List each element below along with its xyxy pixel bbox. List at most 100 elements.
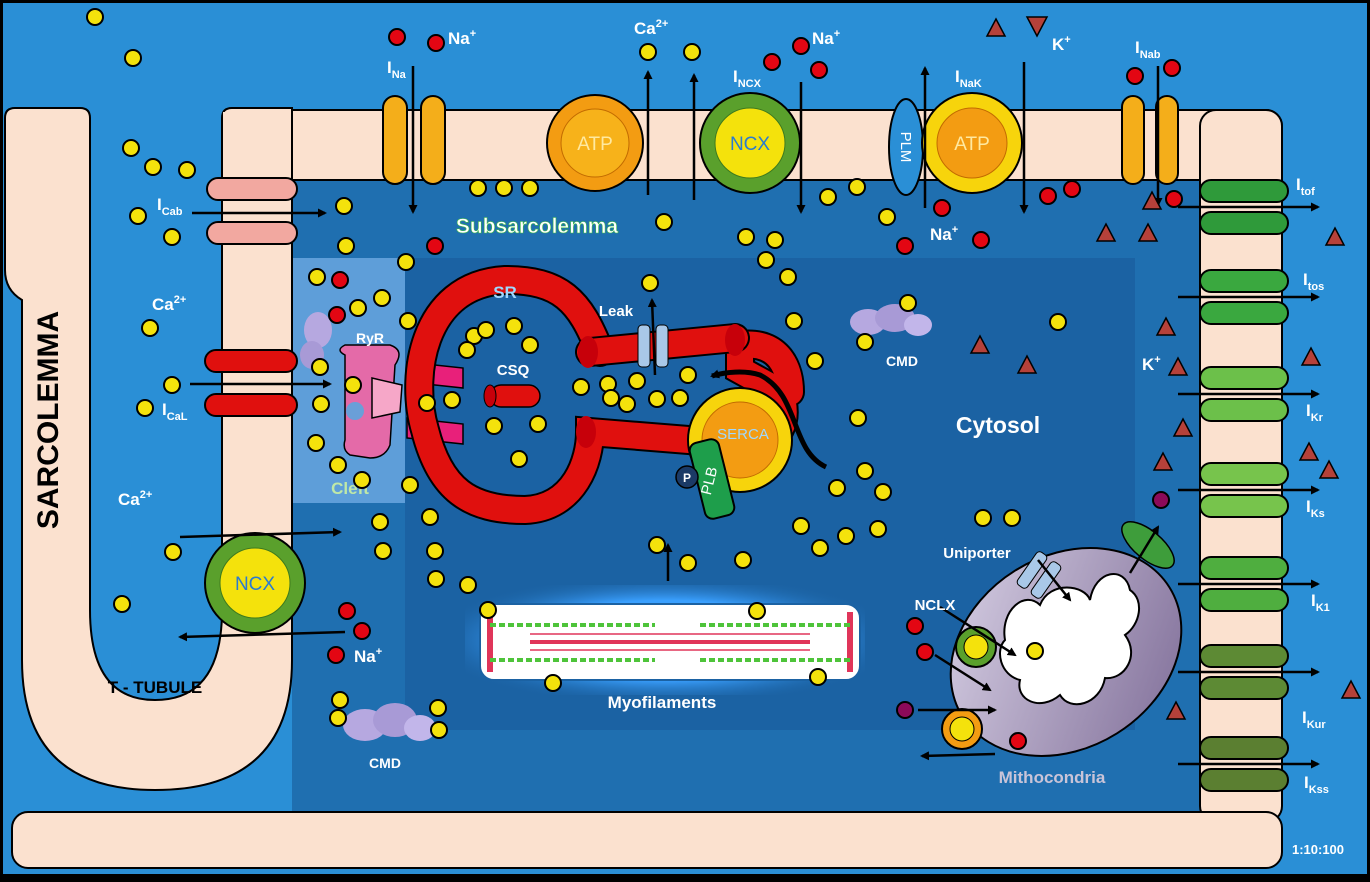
calcium-ion: [819, 188, 837, 206]
k-channel-top: [1199, 736, 1289, 760]
potassium-ion: [1324, 226, 1346, 246]
ncx-label-top: NCX: [730, 134, 770, 155]
atp-label-1: ATP: [577, 134, 613, 155]
calcium-ion: [748, 602, 766, 620]
ion-particles: [86, 8, 1362, 750]
k-channel-bottom: [1199, 676, 1289, 700]
calcium-ion: [878, 208, 896, 226]
calcium-ion: [779, 268, 797, 286]
sodium-ion: [328, 306, 346, 324]
plm-label: PLM: [897, 132, 914, 163]
sodium-ion: [1009, 732, 1027, 750]
calcium-ion: [648, 390, 666, 408]
calcium-ion: [141, 319, 159, 337]
calcium-ion: [401, 476, 419, 494]
ical-channel: [190, 349, 332, 417]
ryr-label: RyR: [356, 330, 384, 346]
k-channel-top: [1199, 462, 1289, 486]
k-channel-bottom: [1199, 398, 1289, 422]
cmd-protein-top: CMD: [850, 304, 932, 369]
k-label-right: K+: [1142, 354, 1161, 374]
ikss-label: IKss: [1304, 773, 1329, 796]
nak-atpase-pump: ATP: [920, 62, 1029, 214]
potassium-ion: [1300, 346, 1322, 366]
calcium-ion: [828, 479, 846, 497]
calcium-ion: [329, 456, 347, 474]
ca-atpase-pump: ATP: [546, 70, 653, 195]
ikur-label: IKur: [1302, 708, 1326, 731]
sodium-ion: [1039, 187, 1057, 205]
calcium-ion: [421, 508, 439, 526]
ical-label: ICaL: [162, 400, 188, 423]
myofilaments-label: Myofilaments: [608, 693, 717, 712]
calcium-ion: [495, 179, 513, 197]
na-label-left: Na+: [354, 646, 382, 666]
calcium-ion: [521, 336, 539, 354]
atp-label-2: ATP: [954, 134, 990, 155]
calcium-ion: [312, 395, 330, 413]
calcium-ion: [311, 358, 329, 376]
calcium-ion: [429, 699, 447, 717]
calcium-ion: [371, 513, 389, 531]
p-label: P: [683, 471, 691, 485]
sodium-ion: [810, 61, 828, 79]
calcium-ion: [443, 391, 461, 409]
k-label-top: K+: [1052, 34, 1071, 54]
calcium-ion: [648, 536, 666, 554]
itof-label: Itof: [1296, 175, 1315, 198]
calcium-ion: [602, 389, 620, 407]
sodium-ion: [353, 622, 371, 640]
csq-label: CSQ: [497, 362, 530, 379]
calcium-ion: [510, 450, 528, 468]
ncx-exchanger-left: NCX: [178, 527, 346, 642]
sodium-ion: [933, 199, 951, 217]
ncx-label-left: NCX: [235, 574, 275, 595]
calcium-ion: [974, 509, 992, 527]
k-channel-bottom: [1199, 211, 1289, 235]
calcium-ion: [426, 542, 444, 560]
membrane-joint: [223, 112, 291, 178]
calcium-ion: [1026, 642, 1044, 660]
calcium-ion: [899, 294, 917, 312]
sodium-ion: [896, 237, 914, 255]
calcium-ion: [399, 312, 417, 330]
calcium-ion: [856, 333, 874, 351]
calcium-ion: [178, 161, 196, 179]
na-label-ncx: Na+: [812, 28, 840, 48]
sodium-ion: [338, 602, 356, 620]
calcium-ion: [856, 462, 874, 480]
ca-label-left-1: Ca2+: [152, 294, 186, 314]
ina-label: INa: [387, 58, 407, 81]
na-label-nak: Na+: [930, 224, 958, 244]
itos-label: Itos: [1303, 270, 1324, 293]
calcium-ion: [307, 434, 325, 452]
calcium-ion: [641, 274, 659, 292]
icab-label: ICab: [157, 195, 183, 218]
cmd-label-top: CMD: [886, 353, 918, 369]
calcium-ion: [427, 570, 445, 588]
potassium-ion: [1318, 459, 1340, 479]
magnesium-ion: [896, 701, 914, 719]
sr-label: SR: [493, 283, 517, 302]
calcium-ion: [349, 299, 367, 317]
sodium-ion: [1163, 59, 1181, 77]
k-channel-bottom: [1199, 588, 1289, 612]
sodium-ion: [792, 37, 810, 55]
serca-pump: SERCA PLB P: [675, 369, 828, 520]
calcium-ion: [163, 376, 181, 394]
calcium-ion: [639, 43, 657, 61]
calcium-ion: [164, 543, 182, 561]
sodium-ion: [327, 646, 345, 664]
potassium-channels: [1178, 179, 1320, 792]
bottom-membrane: [11, 811, 1283, 869]
calcium-ion: [469, 179, 487, 197]
k-channel-top: [1199, 179, 1289, 203]
calcium-ion: [308, 268, 326, 286]
calcium-ion: [344, 376, 362, 394]
calcium-ion: [737, 228, 755, 246]
sodium-ion: [972, 231, 990, 249]
potassium-ion: [1298, 441, 1320, 461]
cmd-protein-bottom: CMD: [343, 703, 436, 771]
t-tubule-membrane: [4, 107, 293, 792]
